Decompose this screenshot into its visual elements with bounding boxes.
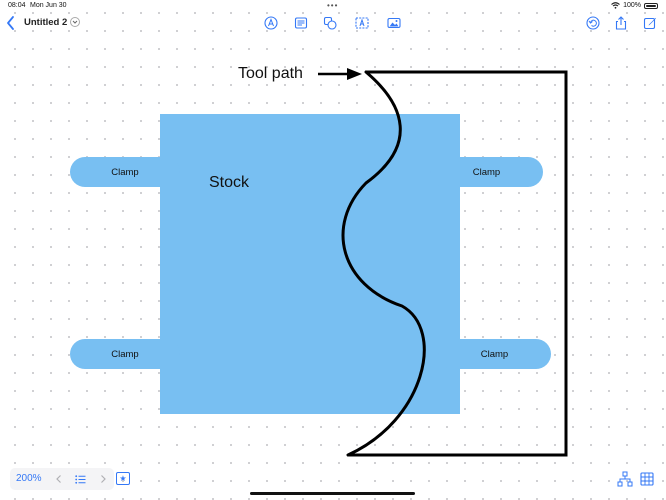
status-time: 08:04 — [8, 2, 26, 9]
share-icon[interactable] — [614, 16, 628, 30]
battery-percent: 100% — [623, 2, 641, 9]
previous-scene-button[interactable] — [48, 468, 70, 490]
battery-icon — [644, 2, 658, 9]
clamp-top-right[interactable]: Clamp — [430, 157, 543, 187]
pen-tool-icon[interactable] — [264, 16, 278, 30]
chevron-right-icon — [100, 475, 106, 483]
add-scene-star-icon[interactable]: ★ — [116, 472, 130, 485]
clamp-label: Clamp — [472, 166, 501, 178]
grid-view-icon[interactable] — [638, 470, 656, 488]
clamp-label: Clamp — [111, 348, 139, 360]
tool-path-arrow-head[interactable] — [347, 68, 362, 80]
clamp-bottom-right[interactable]: Clamp — [438, 339, 551, 369]
text-box-icon[interactable] — [355, 16, 369, 30]
shapes-icon[interactable] — [323, 16, 337, 30]
status-bar: 08:04 Mon Jun 30 ••• 100% — [0, 0, 666, 12]
sticky-note-icon[interactable] — [294, 16, 308, 30]
tool-path-return-line[interactable] — [348, 70, 568, 457]
media-icon[interactable] — [387, 16, 401, 30]
undo-icon[interactable] — [586, 16, 600, 30]
clamp-bottom-left[interactable]: Clamp — [70, 339, 180, 369]
document-title[interactable]: Untitled 2 — [24, 17, 68, 28]
clamp-label: Clamp — [480, 348, 509, 360]
clamp-top-left[interactable]: Clamp — [70, 157, 180, 187]
list-icon — [75, 474, 86, 484]
tool-path-label[interactable]: Tool path — [238, 65, 303, 82]
status-date: Mon Jun 30 — [30, 2, 67, 9]
multitasking-dots[interactable]: ••• — [327, 1, 339, 10]
wifi-icon — [611, 2, 620, 9]
home-indicator[interactable] — [250, 492, 415, 495]
clamp-label: Clamp — [111, 166, 139, 178]
zoom-navigation-bar: 200% — [10, 468, 114, 490]
tool-path-curve[interactable] — [341, 70, 426, 457]
compose-icon[interactable] — [643, 16, 657, 30]
chevron-left-icon — [55, 475, 61, 483]
back-chevron-icon[interactable] — [5, 15, 17, 31]
title-menu-chevron-icon[interactable] — [70, 17, 80, 27]
status-right: 100% — [611, 2, 658, 9]
toolbar: Untitled 2 — [0, 12, 666, 36]
scene-list-button[interactable] — [70, 468, 92, 490]
stock-block[interactable] — [160, 114, 460, 414]
zoom-level-button[interactable]: 200% — [16, 473, 42, 484]
stock-label[interactable]: Stock — [209, 174, 250, 191]
diagram-connector-icon[interactable] — [616, 470, 634, 488]
next-scene-button[interactable] — [92, 468, 114, 490]
